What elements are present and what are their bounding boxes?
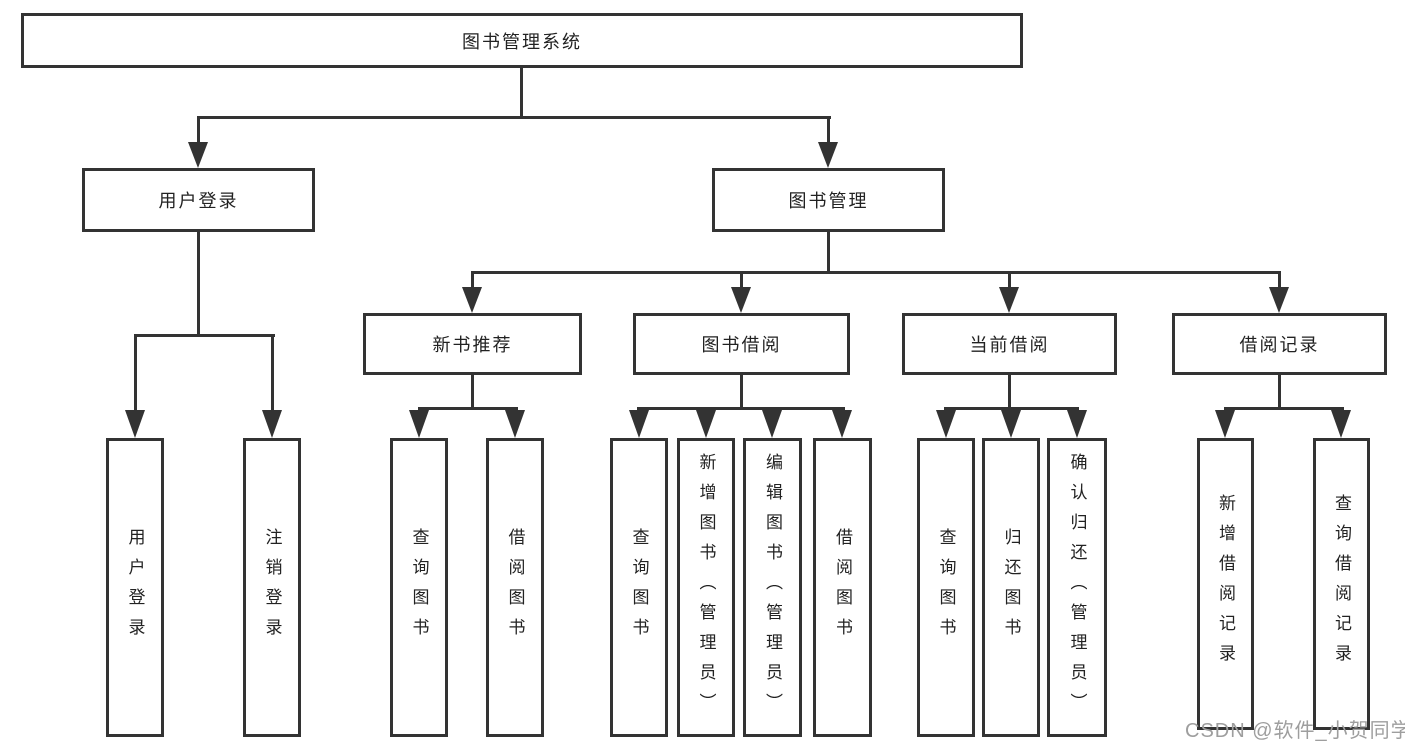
- leaf-borrow-books-recommend: 借阅图书: [486, 438, 544, 737]
- arrow-down-icon: [731, 287, 751, 313]
- connector-drop: [271, 334, 274, 412]
- arrow-down-icon: [409, 410, 429, 438]
- node-book-management: 图书管理: [712, 168, 945, 232]
- leaf-add-borrow-record: 新增借阅记录: [1197, 438, 1254, 730]
- connector-bookborrow-hline: [637, 407, 845, 410]
- connector-newbook-stem: [471, 375, 474, 409]
- connector-drop: [740, 271, 743, 289]
- node-user-login: 用户登录: [82, 168, 315, 232]
- connector-records-hline: [1224, 407, 1344, 410]
- leaf-query-books-current: 查询图书: [917, 438, 975, 737]
- leaf-confirm-return-admin: 确认归还（管理员）: [1047, 438, 1107, 737]
- arrow-down-icon: [762, 410, 782, 438]
- connector-drop-user-login: [197, 116, 200, 144]
- leaf-edit-book-admin: 编辑图书（管理员）: [743, 438, 802, 737]
- arrow-down-icon: [696, 410, 716, 438]
- node-root: 图书管理系统: [21, 13, 1023, 68]
- connector-bookborrow-stem: [740, 375, 743, 409]
- arrow-down-icon: [936, 410, 956, 438]
- connector-currentborrow-hline: [944, 407, 1079, 410]
- connector-drop: [471, 271, 474, 289]
- arrow-down-icon: [1269, 287, 1289, 313]
- arrow-down-icon: [629, 410, 649, 438]
- watermark: CSDN @软件_小贺同学: [1185, 720, 1405, 742]
- connector-drop: [1008, 271, 1011, 289]
- arrow-down-icon: [999, 287, 1019, 313]
- connector-bookmgmt-hline: [471, 271, 1281, 274]
- connector-records-stem: [1278, 375, 1281, 409]
- connector-bookmgmt-stem: [827, 232, 830, 273]
- leaf-query-books-borrow: 查询图书: [610, 438, 668, 737]
- node-borrow-records: 借阅记录: [1172, 313, 1387, 375]
- arrow-down-icon: [505, 410, 525, 438]
- connector-newbook-hline: [418, 407, 518, 410]
- arrow-down-icon: [832, 410, 852, 438]
- connector-currentborrow-stem: [1008, 375, 1011, 409]
- leaf-logout: 注销登录: [243, 438, 301, 737]
- arrow-down-icon: [262, 410, 282, 438]
- leaf-query-borrow-record: 查询借阅记录: [1313, 438, 1370, 730]
- connector-drop: [134, 334, 137, 412]
- arrow-down-icon: [1001, 410, 1021, 438]
- connector-drop: [1278, 271, 1281, 289]
- connector-root-stem: [520, 68, 523, 119]
- leaf-borrow-books: 借阅图书: [813, 438, 872, 737]
- leaf-return-book: 归还图书: [982, 438, 1040, 737]
- node-new-book-recommend: 新书推荐: [363, 313, 582, 375]
- arrow-down-icon: [1331, 410, 1351, 438]
- arrow-down-icon: [1067, 410, 1087, 438]
- leaf-add-book-admin: 新增图书（管理员）: [677, 438, 735, 737]
- arrow-down-icon: [188, 142, 208, 168]
- arrow-down-icon: [1215, 410, 1235, 438]
- leaf-user-login: 用户登录: [106, 438, 164, 737]
- leaf-query-books-recommend: 查询图书: [390, 438, 448, 737]
- connector-drop-book-management: [827, 116, 830, 144]
- node-book-borrow: 图书借阅: [633, 313, 850, 375]
- connector-root-hline: [198, 116, 831, 119]
- connector-userlogin-stem: [197, 232, 200, 336]
- arrow-down-icon: [462, 287, 482, 313]
- connector-userlogin-hline: [134, 334, 275, 337]
- arrow-down-icon: [818, 142, 838, 168]
- arrow-down-icon: [125, 410, 145, 438]
- node-current-borrow: 当前借阅: [902, 313, 1117, 375]
